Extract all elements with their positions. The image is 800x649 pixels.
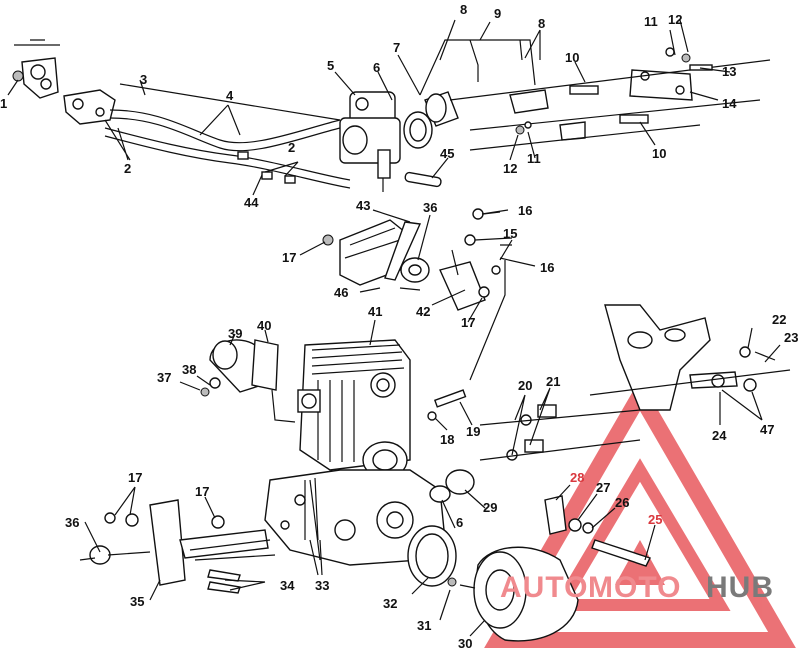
leader-lines [7,19,781,637]
callout-22: 22 [772,312,786,327]
callout-5: 5 [327,58,334,73]
callout-32: 32 [383,596,397,611]
callout-25: 25 [648,512,662,527]
callout-44: 44 [244,195,259,210]
callout-2-right: 2 [288,140,295,155]
callout-11-top: 11 [644,14,658,29]
callout-3: 3 [140,72,147,87]
callout-28: 28 [570,470,584,485]
callout-13: 13 [722,64,736,79]
callout-27: 27 [596,480,610,495]
callout-18: 18 [440,432,454,447]
callout-2-left: 2 [124,161,131,176]
drive-assembly [407,525,579,642]
callout-41: 41 [368,304,382,319]
callout-20: 20 [518,378,532,393]
callout-17-top: 17 [282,250,296,265]
callout-30: 30 [458,636,472,649]
callout-10-bottom: 10 [652,146,666,161]
callout-17-left: 17 [128,470,142,485]
callout-14: 14 [722,96,737,111]
carburetor [339,91,433,192]
callout-37: 37 [157,370,171,385]
callout-29: 29 [483,500,497,515]
lower-mounts [79,479,321,594]
callout-23: 23 [784,330,798,345]
callout-17-mid: 17 [461,315,475,330]
callout-8-right: 8 [538,16,545,31]
callout-21: 21 [546,374,560,389]
watermark-triangle-inner [549,458,731,611]
watermark-auto: AUTO [500,571,588,604]
callout-36-bottom: 36 [65,515,79,530]
callout-17-lower: 17 [195,484,209,499]
callout-6-top: 6 [373,60,380,75]
callout-47: 47 [760,422,774,437]
callout-19: 19 [466,424,480,439]
callout-16-bottom: 16 [540,260,554,275]
callout-11-bottom: 11 [527,151,541,166]
callout-39: 39 [228,326,242,341]
chassis-frame [479,304,791,567]
intake-manifold [200,339,296,423]
fuel-lines [104,83,351,189]
callout-9: 9 [494,6,501,21]
bolt-19 [427,389,467,421]
tank-bracket [12,39,116,125]
callout-45: 45 [440,146,454,161]
callout-15: 15 [503,226,517,241]
callout-42: 42 [416,304,430,319]
callout-36-top: 36 [423,200,437,215]
callout-1: 1 [0,96,7,111]
callout-40: 40 [257,318,271,333]
middle-mount [322,208,512,381]
callout-6-bottom: 6 [456,515,463,530]
callout-16-top: 16 [518,203,532,218]
callout-43: 43 [356,198,370,213]
callout-24: 24 [712,428,727,443]
watermark-moto: MOTO [588,571,681,604]
callout-35: 35 [130,594,144,609]
callout-10-top: 10 [565,50,579,65]
callout-33: 33 [315,578,329,593]
callout-12-bottom: 12 [503,161,517,176]
watermark-hub: HUB [706,571,774,604]
callout-12-top: 12 [668,12,682,27]
callout-26: 26 [615,495,629,510]
watermark-triangle-outer [484,379,796,648]
callout-34: 34 [280,578,295,593]
callout-8-left: 8 [460,2,467,17]
callout-4: 4 [226,88,234,103]
hose-piece [404,171,442,188]
callout-31: 31 [417,618,431,633]
callout-7: 7 [393,40,400,55]
watermark-text: AUTO MOTO HUB [500,571,774,604]
callout-38: 38 [182,362,196,377]
intake-boot [419,39,536,127]
upper-right-bracket [449,47,771,151]
callout-46: 46 [334,285,348,300]
